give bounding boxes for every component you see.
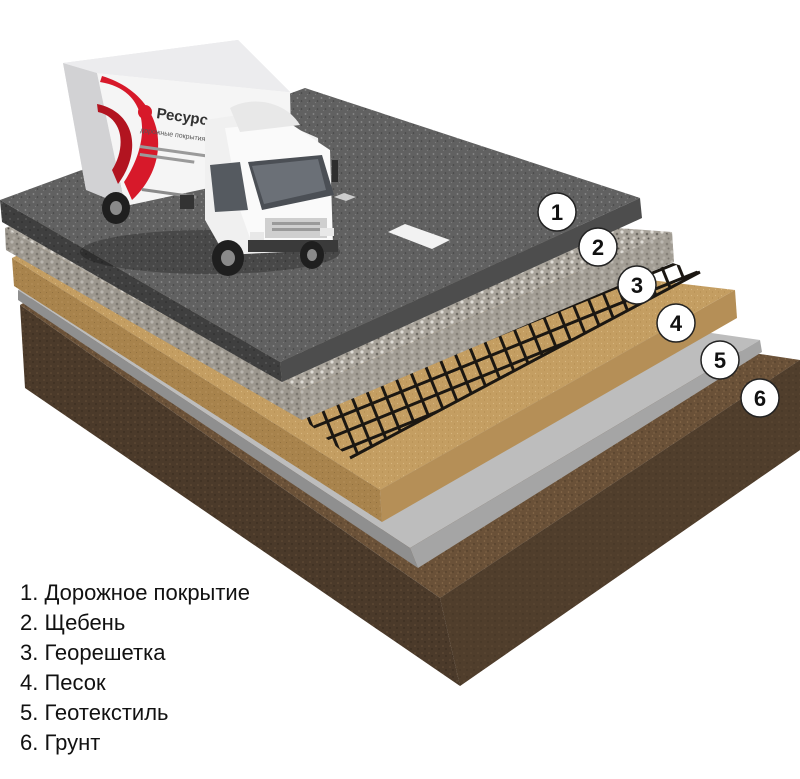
qr-code bbox=[180, 195, 194, 209]
badge-layer-6: 6 bbox=[740, 378, 780, 418]
legend-label: Георешетка bbox=[44, 640, 166, 665]
svg-text:1: 1 bbox=[551, 200, 563, 225]
legend-number: 4 bbox=[20, 670, 33, 695]
legend-item: 3. Георешетка bbox=[20, 638, 250, 668]
legend-item: 1. Дорожное покрытие bbox=[20, 578, 250, 608]
legend-separator: . bbox=[32, 700, 45, 725]
badge-layer-1: 1 bbox=[537, 192, 577, 232]
legend-separator: . bbox=[32, 580, 45, 605]
svg-text:5: 5 bbox=[714, 348, 726, 373]
legend-item: 4. Песок bbox=[20, 668, 250, 698]
svg-text:4: 4 bbox=[670, 311, 683, 336]
badge-layer-3: 3 bbox=[617, 265, 657, 305]
legend-item: 5. Геотекстиль bbox=[20, 698, 250, 728]
brand-logo-icon bbox=[138, 105, 152, 119]
wheel bbox=[102, 192, 130, 224]
road-marking bbox=[334, 193, 356, 201]
legend-item: 2. Щебень bbox=[20, 608, 250, 638]
wheel bbox=[212, 240, 244, 276]
legend-number: 5 bbox=[20, 700, 33, 725]
road-marking bbox=[388, 224, 450, 249]
legend-label: Щебень bbox=[44, 610, 126, 635]
legend-separator: . bbox=[32, 730, 45, 755]
legend-number: 6 bbox=[20, 730, 33, 755]
legend-separator: . bbox=[32, 670, 45, 695]
headlight bbox=[250, 232, 264, 240]
legend-number: 1 bbox=[20, 580, 33, 605]
legend-label: Дорожное покрытие bbox=[44, 580, 250, 605]
legend-label: Грунт bbox=[44, 730, 101, 755]
badge-layer-2: 2 bbox=[578, 227, 618, 267]
badge-layer-4: 4 bbox=[656, 303, 696, 343]
wheel bbox=[300, 241, 324, 269]
delivery-truck: Ресурс дорожные покрытия bbox=[63, 40, 340, 276]
legend-separator: . bbox=[32, 610, 45, 635]
headlight bbox=[320, 228, 334, 236]
svg-text:6: 6 bbox=[754, 386, 766, 411]
legend-label: Песок bbox=[44, 670, 106, 695]
side-mirror bbox=[332, 160, 338, 182]
legend-number: 3 bbox=[20, 640, 33, 665]
legend-number: 2 bbox=[20, 610, 33, 635]
legend-label: Геотекстиль bbox=[44, 700, 169, 725]
layer-legend: 1. Дорожное покрытие 2. Щебень 3. Геореш… bbox=[20, 578, 250, 758]
badge-layer-5: 5 bbox=[700, 340, 740, 380]
legend-item: 6. Грунт bbox=[20, 728, 250, 758]
legend-separator: . bbox=[32, 640, 45, 665]
svg-text:2: 2 bbox=[592, 235, 604, 260]
svg-text:3: 3 bbox=[631, 273, 643, 298]
